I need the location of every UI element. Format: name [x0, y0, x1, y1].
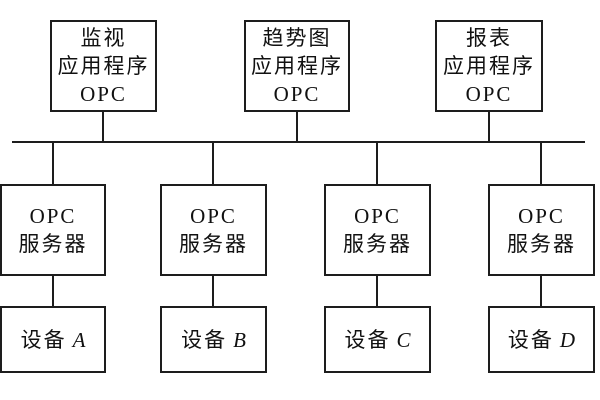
- app-box-report-line1: 报表: [466, 26, 512, 50]
- app-box-trend-line2: 应用程序: [251, 54, 343, 78]
- server-box-2-line2: 服务器: [179, 232, 248, 256]
- bus-line: [12, 141, 585, 143]
- connector-server-2-to-device-b: [212, 276, 214, 306]
- connector-server-1-to-device-a: [52, 276, 54, 306]
- app-box-monitor-line1: 监视: [80, 26, 127, 50]
- device-a-letter: A: [72, 327, 86, 352]
- connector-bus-to-server-2: [212, 143, 214, 184]
- connector-trend-to-bus: [296, 112, 298, 142]
- server-box-1-line1: OPC: [29, 204, 77, 228]
- app-box-trend-line3: OPC: [273, 82, 321, 106]
- app-box-report: 报表 应用程序 OPC: [435, 20, 543, 112]
- server-box-3-line2: 服务器: [343, 232, 412, 256]
- device-d-letter: D: [559, 327, 576, 352]
- server-box-2-line1: OPC: [190, 204, 237, 228]
- app-box-trend-line1: 趋势图: [262, 26, 332, 50]
- connector-server-3-to-device-c: [376, 276, 378, 306]
- app-box-monitor-line2: 应用程序: [57, 54, 150, 78]
- connector-report-to-bus: [488, 112, 490, 142]
- device-b-letter: B: [233, 327, 246, 352]
- server-box-4-line1: OPC: [518, 204, 565, 228]
- server-box-4-line2: 服务器: [507, 232, 576, 256]
- app-box-report-line3: OPC: [465, 82, 513, 106]
- server-box-1: OPC 服务器: [0, 184, 106, 276]
- server-box-3-line1: OPC: [354, 204, 401, 228]
- server-box-3: OPC 服务器: [324, 184, 431, 276]
- connector-bus-to-server-4: [540, 143, 542, 184]
- connector-monitor-to-bus: [102, 112, 104, 142]
- app-box-monitor: 监视 应用程序 OPC: [50, 20, 157, 112]
- server-box-1-line2: 服务器: [18, 232, 88, 256]
- server-box-2: OPC 服务器: [160, 184, 267, 276]
- server-box-4: OPC 服务器: [488, 184, 595, 276]
- connector-server-4-to-device-d: [540, 276, 542, 306]
- app-box-report-line2: 应用程序: [443, 54, 535, 78]
- connector-bus-to-server-3: [376, 143, 378, 184]
- app-box-monitor-line3: OPC: [80, 82, 127, 106]
- device-c-letter: C: [396, 327, 411, 352]
- connector-bus-to-server-1: [52, 143, 54, 184]
- app-box-trend: 趋势图 应用程序 OPC: [244, 20, 350, 112]
